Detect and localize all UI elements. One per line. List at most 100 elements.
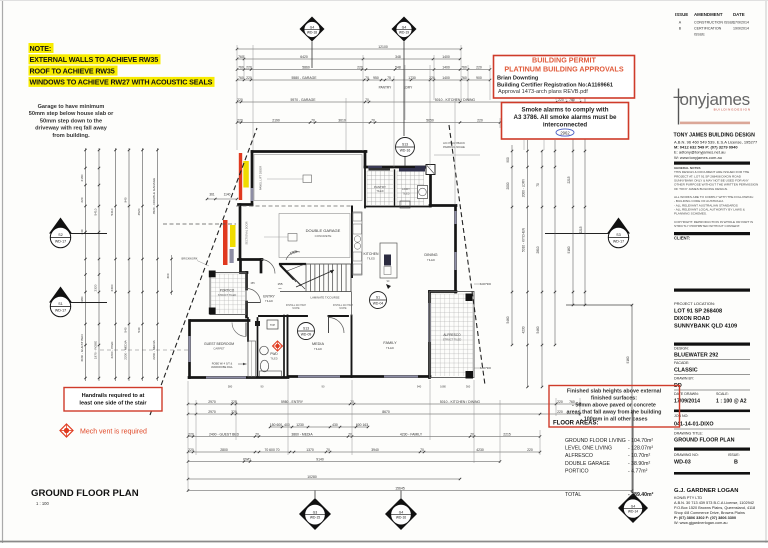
svg-text:INSTALL 210 HIGH: INSTALL 210 HIGH (333, 304, 353, 307)
svg-text:2200 - MEDIA: 2200 - MEDIA (124, 339, 128, 359)
svg-text:6400*900: 6400*900 (480, 282, 492, 286)
svg-text:MEDIA: MEDIA (312, 342, 324, 346)
svg-text:STRUCT TILED: STRUCT TILED (443, 338, 462, 342)
svg-text:2215: 2215 (579, 226, 583, 233)
svg-text:70: 70 (311, 118, 315, 122)
svg-text:400: 400 (284, 423, 290, 427)
svg-text:CARPET: CARPET (213, 347, 225, 351)
svg-text:5410: 5410 (94, 208, 98, 215)
svg-text:1370: 1370 (306, 448, 314, 452)
svg-text:5460: 5460 (536, 326, 540, 333)
svg-text:WD-17: WD-17 (55, 239, 66, 243)
svg-text:DRAWING TITLE:: DRAWING TITLE: (674, 432, 703, 436)
svg-text:DESIGN:: DESIGN: (674, 347, 689, 351)
svg-text:5860: 5860 (302, 65, 310, 69)
svg-text:320: 320 (231, 410, 237, 414)
svg-text:760: 760 (238, 55, 244, 59)
svg-text:940: 940 (124, 197, 128, 202)
svg-text:220: 220 (80, 197, 84, 202)
svg-text:KITCHEN: KITCHEN (364, 252, 379, 256)
svg-text:220: 220 (237, 98, 243, 102)
svg-text:BRICKWORK: BRICKWORK (182, 257, 198, 261)
svg-text:PWD: PWD (243, 458, 251, 462)
svg-text:9160: 9160 (626, 356, 630, 363)
svg-text:PANEL LIFT DOOR: PANEL LIFT DOOR (259, 166, 263, 191)
svg-text:WD-03: WD-03 (674, 460, 691, 466)
svg-text:540: 540 (124, 327, 128, 332)
svg-text:S3: S3 (616, 233, 620, 237)
svg-text:4520: 4520 (137, 208, 141, 215)
svg-text:2970: 2970 (208, 400, 216, 404)
svg-text:70: 70 (371, 118, 375, 122)
svg-text:90: 90 (322, 385, 325, 389)
svg-text:B: B (679, 27, 682, 31)
svg-text:70: 70 (365, 76, 369, 80)
svg-text:220: 220 (477, 118, 483, 122)
svg-text:17/9/2014: 17/9/2014 (733, 21, 749, 25)
svg-text:S1: S1 (58, 302, 62, 306)
svg-text:1230: 1230 (296, 423, 304, 427)
svg-text:ISSUE: ISSUE (694, 33, 705, 37)
svg-text:E: adtony@tonyjames.net.au: E: adtony@tonyjames.net.au (674, 150, 725, 155)
svg-text:2215: 2215 (503, 432, 511, 436)
svg-text:9140: 9140 (316, 457, 324, 461)
svg-text:4520 - DOUBLE GARAGE: 4520 - DOUBLE GARAGE (152, 178, 156, 214)
svg-text:- BUILDING CODE OF AUSTRALIA: - BUILDING CODE OF AUSTRALIA (674, 199, 724, 203)
svg-text:EXTERNAL WALLS TO ACHIEVE RW35: EXTERNAL WALLS TO ACHIEVE RW35 (30, 55, 159, 64)
svg-text:P.O.Box 1520 Browns Plains, Qu: P.O.Box 1520 Browns Plains, Queensland, … (674, 506, 755, 510)
svg-text:430: 430 (332, 423, 338, 427)
svg-text:Mech vent is required: Mech vent is required (80, 429, 147, 436)
svg-text:A/C PIGGYBACK: A/C PIGGYBACK (443, 141, 465, 145)
svg-text:548: 548 (395, 65, 401, 69)
svg-text:220: 220 (246, 65, 252, 69)
svg-text:OF TONY JAMES BUILDING DESIGN.: OF TONY JAMES BUILDING DESIGN. (674, 187, 728, 191)
svg-text:2800: 2800 (220, 448, 228, 452)
svg-text:FLOOR AREAS:: FLOOR AREAS: (553, 421, 598, 427)
svg-text:B: B (734, 460, 738, 466)
svg-text:150 600: 150 600 (270, 423, 282, 427)
svg-text:S13: S13 (402, 142, 408, 146)
svg-text:50mm step down to the: 50mm step down to the (40, 118, 102, 124)
svg-text:220: 220 (237, 118, 243, 122)
svg-text:FAMILY: FAMILY (383, 341, 397, 345)
svg-text:COPYRIGHT: REPRODUCTION IN WHO: COPYRIGHT: REPRODUCTION IN WHOLE OR PART… (674, 220, 753, 224)
svg-text:2200 - PWD: 2200 - PWD (110, 341, 114, 359)
svg-text:areas that fall away from the: areas that fall away from the building (567, 410, 662, 416)
svg-text:WD-19: WD-19 (399, 31, 409, 35)
svg-text:LDRY: LDRY (404, 86, 413, 90)
svg-text:4230: 4230 (476, 448, 484, 452)
svg-text:TILED: TILED (314, 347, 322, 351)
svg-text:NOTE:: NOTE: (30, 44, 52, 53)
svg-text:70: 70 (470, 432, 474, 436)
svg-text:WD-18: WD-18 (307, 31, 317, 35)
svg-text:2215: 2215 (567, 176, 571, 183)
svg-text:760: 760 (569, 400, 575, 404)
svg-text:1730: 1730 (408, 76, 416, 80)
svg-text:PORTICO: PORTICO (565, 468, 589, 474)
svg-text:G3: G3 (313, 510, 318, 514)
svg-text:A3 3786. All smoke alarms must: A3 3786. All smoke alarms must be (514, 114, 618, 121)
svg-text:SUNNYBANK ONLY & MAY NOT BE US: SUNNYBANK ONLY & MAY NOT BE USED FOR ANY (674, 178, 749, 182)
svg-text:- 289.40m²: - 289.40m² (628, 492, 654, 498)
svg-text:B U I L D I N G D E S I G N: B U I L D I N G D E S I G N (714, 108, 750, 112)
svg-text:9160: 9160 (567, 246, 571, 253)
svg-text:DATE DRAWN:: DATE DRAWN: (674, 392, 699, 396)
svg-text:900: 900 (476, 76, 482, 80)
svg-text:- 104.70m²: - 104.70m² (628, 438, 653, 444)
svg-text:1680: 1680 (440, 385, 446, 389)
svg-text:Finished slab heights above ex: Finished slab heights above external (567, 389, 662, 395)
svg-text:340: 340 (80, 229, 84, 234)
svg-text:M: 0412 632 549 P: (07) 3279 0: M: 0412 632 549 P: (07) 3279 0940 (674, 145, 738, 150)
svg-text:75: 75 (387, 76, 391, 80)
svg-text:220: 220 (527, 448, 533, 452)
svg-text:2810: 2810 (536, 246, 540, 253)
svg-text:1400: 1400 (442, 55, 450, 59)
svg-text:5010 - KITCHEN: 5010 - KITCHEN (522, 227, 526, 252)
svg-text:600 163: 600 163 (356, 423, 368, 427)
svg-text:DRAWING NO:: DRAWING NO: (674, 453, 699, 457)
svg-text:220: 220 (557, 400, 563, 404)
svg-text:Brian Downting: Brian Downting (497, 76, 539, 82)
svg-text:2000 - LDRY: 2000 - LDRY (522, 178, 526, 197)
svg-text:2000: 2000 (506, 182, 510, 189)
svg-text:- ALL RELEVANT AUSTRALIAN STAN: - ALL RELEVANT AUSTRALIAN STANDARDS (674, 203, 738, 207)
